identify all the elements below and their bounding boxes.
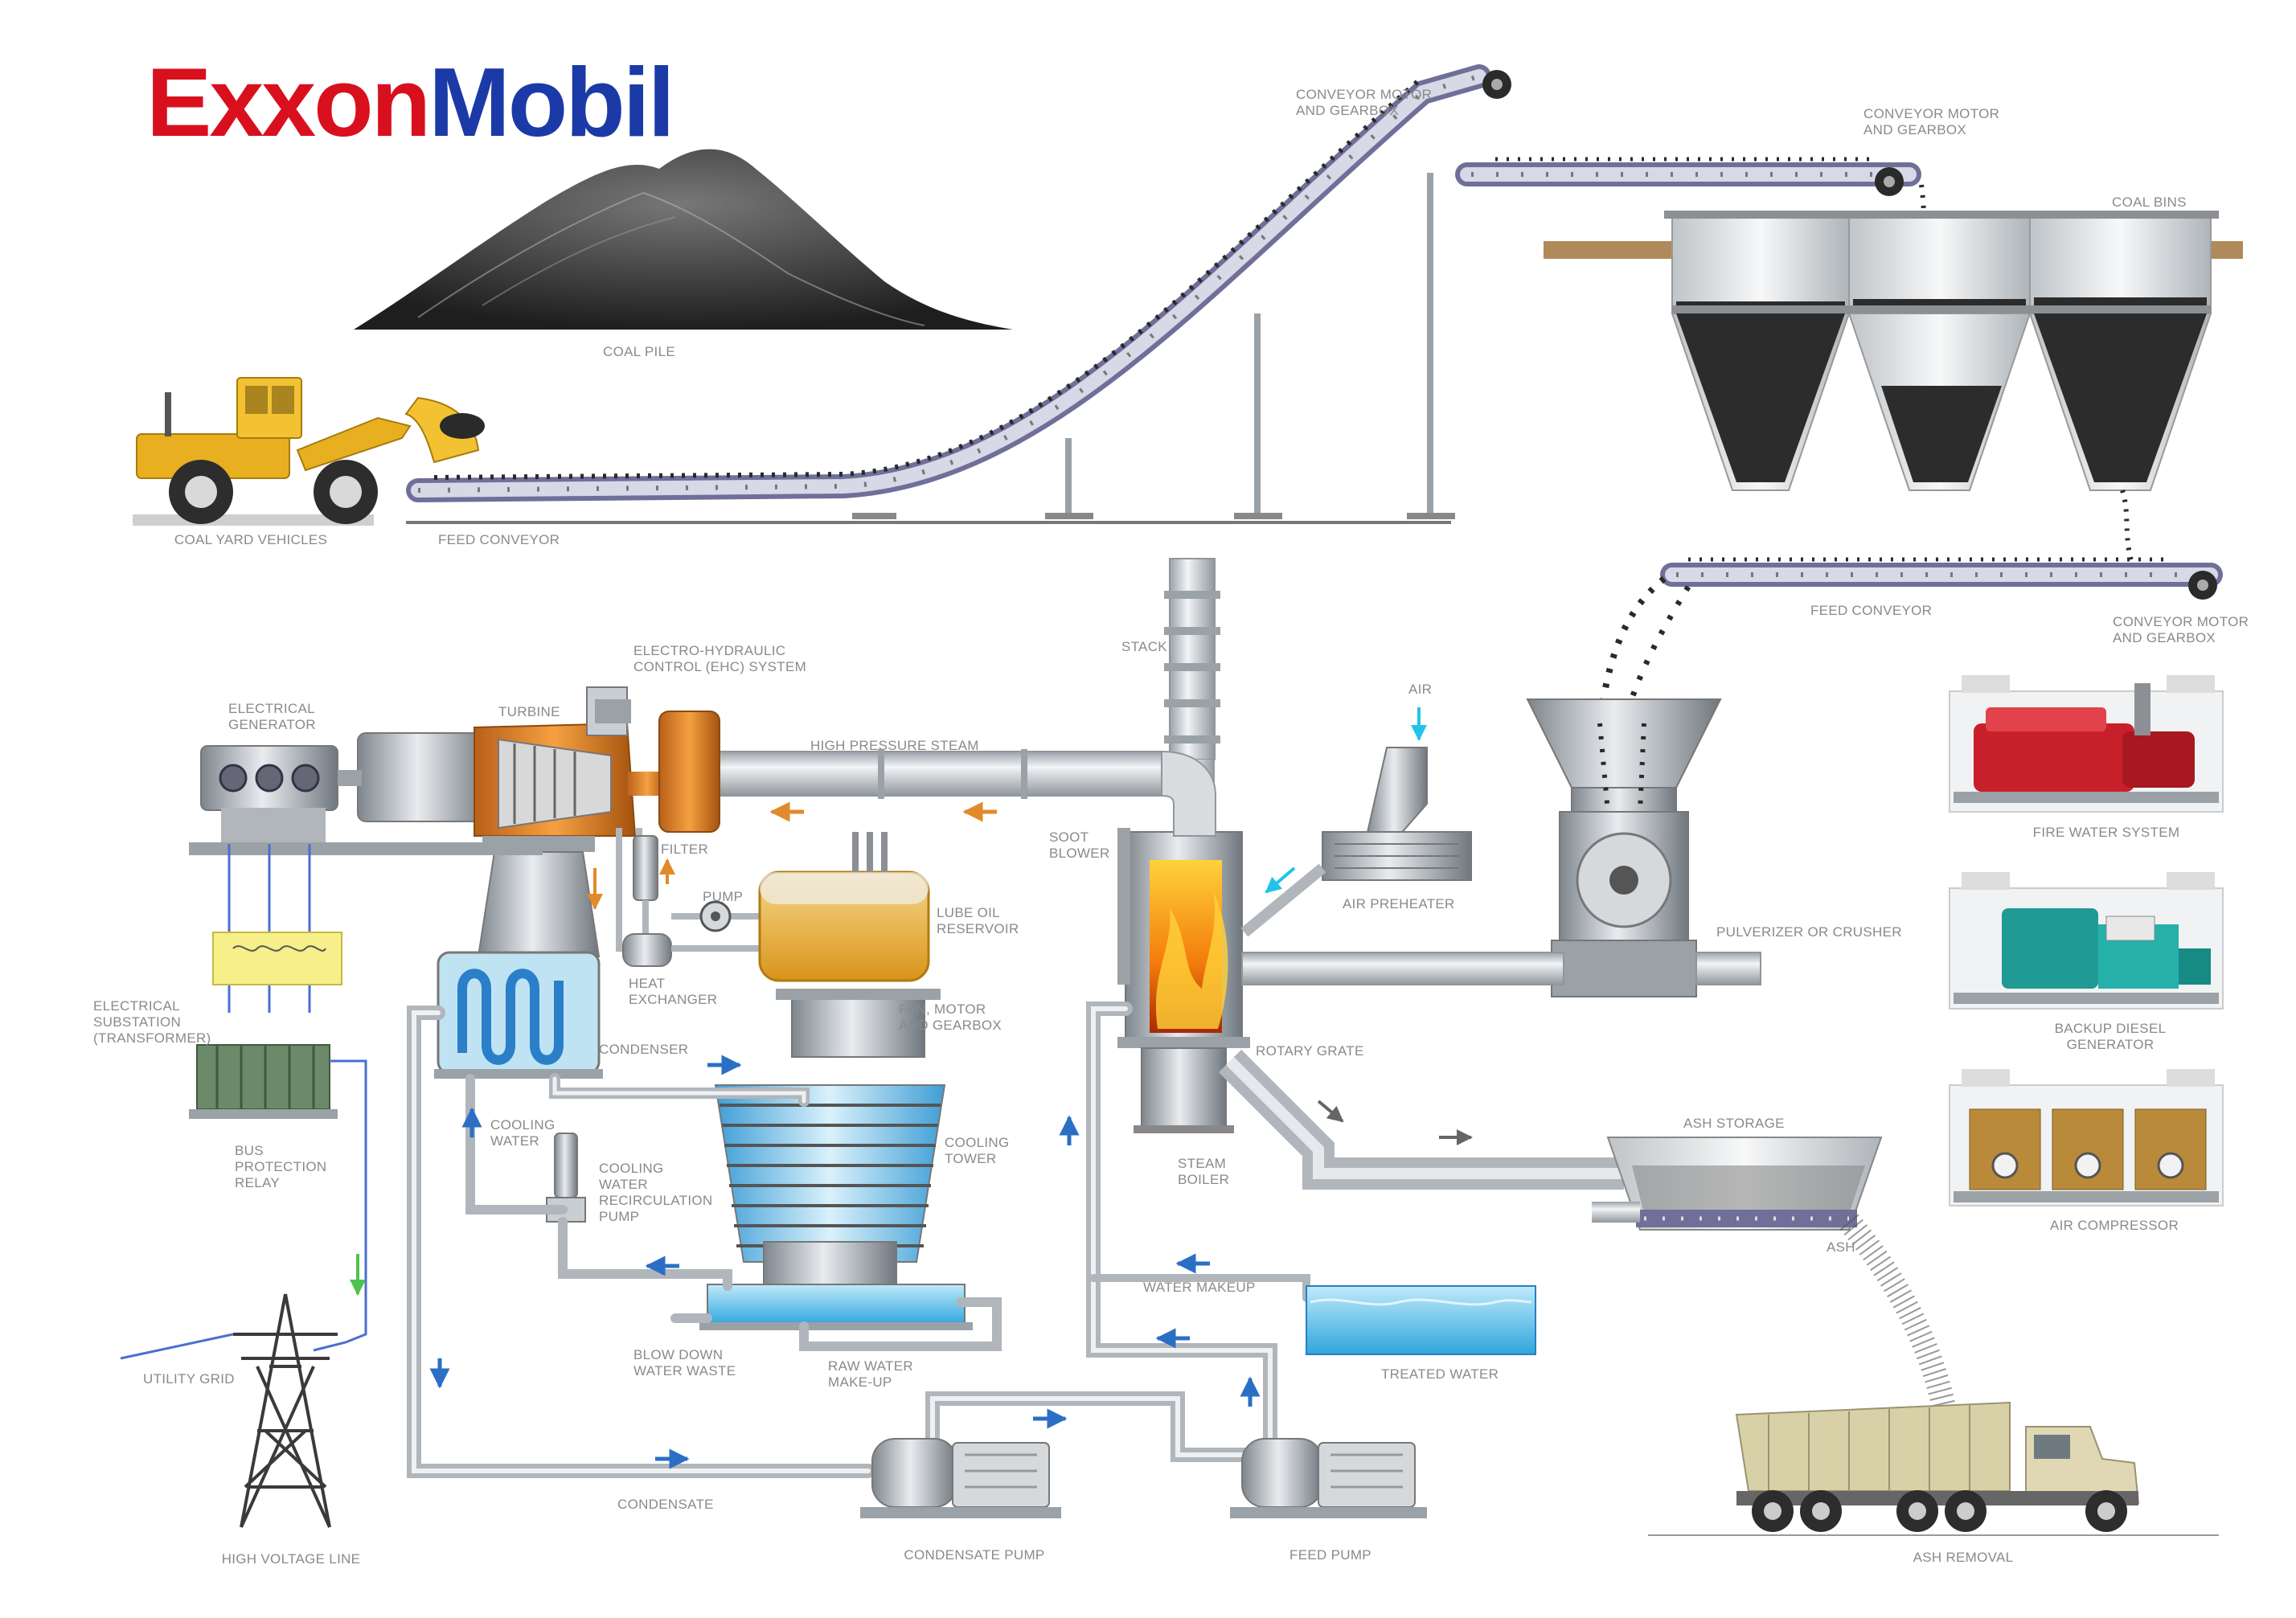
label-heat-exchanger: HEAT EXCHANGER <box>629 976 718 1007</box>
label-steam-boiler: STEAM BOILER <box>1178 1156 1230 1187</box>
label-feed-pump: FEED PUMP <box>1289 1547 1371 1563</box>
label-coal-yard-vehicles: COAL YARD VEHICLES <box>174 532 328 547</box>
high-voltage-tower <box>120 1293 338 1528</box>
label-conveyor-motor-1: CONVEYOR MOTOR AND GEARBOX <box>1296 87 1433 118</box>
backup-diesel-generator <box>1949 872 2224 1010</box>
label-cooling-water-pump: COOLING WATER RECIRCULATION PUMP <box>599 1161 713 1224</box>
coal-bins <box>1544 211 2243 572</box>
label-blow-down: BLOW DOWN WATER WASTE <box>633 1347 736 1378</box>
label-coal-pile: COAL PILE <box>603 344 675 359</box>
label-high-voltage-line: HIGH VOLTAGE LINE <box>221 1551 361 1567</box>
label-condenser: CONDENSER <box>599 1042 689 1057</box>
label-raw-water: RAW WATER MAKE-UP <box>828 1358 913 1390</box>
coal-feed-pipe <box>1241 952 1564 985</box>
logo-mobil: Mobil <box>428 47 674 157</box>
label-feed-conveyor-top: FEED CONVEYOR <box>438 532 560 547</box>
coal-yard-loader <box>133 377 485 526</box>
coal-pile <box>354 149 1013 330</box>
label-lube-oil-reservoir: LUBE OIL RESERVOIR <box>937 905 1019 936</box>
ash-removal-truck <box>1648 1401 2219 1536</box>
exxonmobil-logo: ExxonMobil <box>146 42 675 162</box>
label-condensate-pump: CONDENSATE PUMP <box>904 1547 1045 1563</box>
label-air-compressor: AIR COMPRESSOR <box>2049 1218 2179 1233</box>
pulverizer <box>1526 698 1722 997</box>
air-preheater <box>1240 707 1472 937</box>
treated-water-tank <box>1306 1285 1536 1355</box>
label-air: AIR <box>1408 682 1433 697</box>
high-pressure-steam-pipe <box>715 749 1216 837</box>
condenser <box>434 951 603 1079</box>
turbine <box>357 686 720 957</box>
label-electrical-substation: ELECTRICAL SUBSTATION (TRANSFORMER) <box>93 998 211 1046</box>
label-electrical-generator: ELECTRICAL GENERATOR <box>228 701 316 732</box>
logo-exxon: Exxon <box>146 47 431 157</box>
label-coal-bins: COAL BINS <box>2112 195 2187 210</box>
electrical-generator <box>189 745 543 855</box>
label-condensate: CONDENSATE <box>617 1497 714 1512</box>
label-utility-grid: UTILITY GRID <box>143 1371 235 1387</box>
label-treated-water: TREATED WATER <box>1381 1366 1499 1382</box>
fire-water-system <box>1949 675 2224 813</box>
label-ash-removal: ASH REMOVAL <box>1913 1550 2014 1565</box>
label-bus-protection: BUS PROTECTION RELAY <box>235 1143 327 1190</box>
feed-pump <box>1230 1438 1427 1518</box>
label-high-pressure-steam: HIGH PRESSURE STEAM <box>810 738 979 753</box>
label-turbine: TURBINE <box>498 704 560 719</box>
label-conveyor-motor-3: CONVEYOR MOTOR AND GEARBOX <box>2113 614 2249 645</box>
label-rotary-grate: ROTARY GRATE <box>1256 1043 1364 1059</box>
label-fire-water-system: FIRE WATER SYSTEM <box>2032 825 2180 840</box>
label-backup-diesel: BACKUP DIESEL GENERATOR <box>2054 1021 2167 1052</box>
label-stack: STACK <box>1121 639 1167 654</box>
air-compressor <box>1949 1069 2224 1206</box>
label-ash-storage: ASH STORAGE <box>1683 1116 1785 1131</box>
label-water-makeup: WATER MAKEUP <box>1143 1280 1256 1295</box>
label-electro-hydraulic: ELECTRO-HYDRAULIC CONTROL (EHC) SYSTEM <box>633 643 807 674</box>
ash-storage <box>1592 1137 1958 1417</box>
condensate-pump <box>860 1438 1061 1518</box>
feed-conveyor-top <box>406 64 1491 524</box>
label-pulverizer: PULVERIZER OR CRUSHER <box>1716 924 1902 940</box>
label-air-preheater: AIR PREHEATER <box>1343 896 1455 911</box>
label-conveyor-motor-2: CONVEYOR MOTOR AND GEARBOX <box>1863 106 2000 137</box>
label-filter: FILTER <box>661 842 709 857</box>
label-feed-conveyor-right: FEED CONVEYOR <box>1810 603 1933 618</box>
steam-boiler <box>1117 828 1250 1133</box>
label-soot-blower: SOOT BLOWER <box>1049 829 1110 861</box>
label-fan-motor: FAN, MOTOR AND GEARBOX <box>899 1002 1002 1033</box>
label-pump: PUMP <box>703 889 744 904</box>
flow-arrows <box>429 1055 1261 1469</box>
water-piping <box>407 1002 1310 1478</box>
label-cooling-tower: COOLING TOWER <box>945 1135 1010 1166</box>
label-ash: ASH <box>1827 1239 1855 1255</box>
feed-conveyor-right <box>1597 557 2223 724</box>
lube-oil-system <box>587 828 930 982</box>
label-cooling-water: COOLING WATER <box>490 1117 556 1149</box>
cooling-tower <box>699 989 973 1330</box>
electrical-substation <box>189 844 367 1352</box>
